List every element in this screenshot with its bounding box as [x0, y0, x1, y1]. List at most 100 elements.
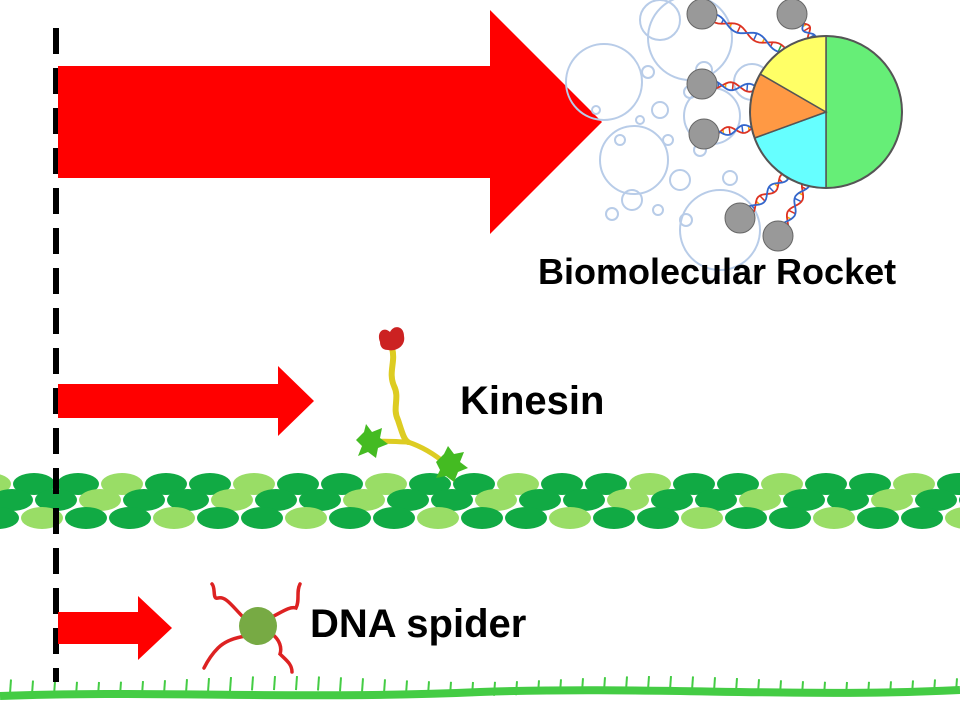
dna-track-tick	[339, 677, 342, 692]
tubulin-subunit	[365, 473, 407, 495]
tubulin-subunit	[519, 489, 561, 511]
tubulin-subunit	[871, 489, 913, 511]
dna-track-tick	[669, 675, 672, 691]
bead	[686, 0, 718, 30]
speed-arrow-kinesin	[58, 366, 314, 436]
bubble	[599, 125, 669, 195]
dna-track-tick	[251, 676, 254, 691]
bubble	[614, 134, 626, 146]
dna-track-tick	[581, 678, 584, 693]
tubulin-subunit	[651, 489, 693, 511]
dna-track-tick	[867, 681, 870, 696]
tubulin-subunit	[0, 507, 19, 529]
tubulin-subunit	[329, 507, 371, 529]
dna-track-tick	[427, 681, 430, 696]
dna-base-pair	[768, 186, 775, 193]
dna-base-pair	[746, 83, 749, 92]
spider-leg-upper-left	[210, 582, 246, 620]
dna-track-tick	[779, 680, 782, 695]
tubulin-subunit	[629, 473, 671, 495]
label-biomolecular-rocket: Biomolecular Rocket	[538, 251, 896, 292]
tubulin-subunit	[409, 473, 451, 495]
dna-track-tick	[361, 678, 364, 693]
dna-track-tick	[295, 676, 298, 691]
tubulin-subunit	[805, 473, 847, 495]
bead	[762, 220, 794, 252]
dna-track-tick	[537, 680, 540, 695]
dna-track-tick	[97, 681, 100, 697]
bubble	[679, 189, 761, 271]
tubulin-subunit	[13, 473, 55, 495]
tubulin-subunit	[211, 489, 253, 511]
label-kinesin: Kinesin	[460, 379, 604, 423]
tubulin-subunit	[453, 473, 495, 495]
tubulin-subunit	[475, 489, 517, 511]
bubble	[669, 169, 691, 191]
tubulin-subunit	[21, 507, 63, 529]
tubulin-subunit	[189, 473, 231, 495]
dna-track-tick	[207, 677, 210, 693]
tubulin-subunit	[387, 489, 429, 511]
tubulin-subunit	[945, 507, 960, 529]
tubulin-subunit	[725, 507, 767, 529]
dna-base-pair	[759, 195, 766, 202]
dna-track-tick	[713, 677, 716, 692]
dna-track-tick	[273, 675, 276, 691]
tubulin-subunit	[57, 473, 99, 495]
dna-track-tick	[141, 681, 144, 696]
dna-track-tick	[185, 679, 188, 694]
tubulin-subunit	[695, 489, 737, 511]
dna-track-tick	[801, 681, 804, 696]
tubulin-subunit	[461, 507, 503, 529]
kinesin-stalk	[388, 345, 411, 445]
bead	[776, 0, 808, 30]
dna-track-tick	[933, 679, 936, 694]
dna-base-pair	[731, 82, 734, 91]
dna-backbone	[705, 12, 789, 54]
kinesin-foot-right	[436, 446, 468, 482]
tubulin-subunit	[739, 489, 781, 511]
tubulin-subunit	[681, 507, 723, 529]
tubulin-subunit	[35, 489, 77, 511]
dna-track-tick	[229, 677, 232, 692]
tubulin-subunit	[901, 507, 943, 529]
tubulin-subunit	[541, 473, 583, 495]
tubulin-subunit	[101, 473, 143, 495]
tubulin-subunit	[373, 507, 415, 529]
tubulin-subunit	[497, 473, 539, 495]
bead	[724, 202, 756, 234]
bead	[688, 118, 720, 150]
dna-track-tick	[647, 675, 650, 691]
tubulin-subunit	[167, 489, 209, 511]
bubble	[605, 207, 619, 221]
bubble	[652, 204, 664, 216]
dna-track-tick	[625, 676, 628, 691]
dna-base-pair	[803, 26, 811, 32]
bubble	[662, 134, 674, 146]
dna-track	[0, 675, 960, 700]
dna-track-tick	[515, 681, 518, 696]
dna-track-tick	[493, 681, 496, 696]
dna-track-tick	[603, 677, 606, 692]
tubulin-subunit	[0, 474, 11, 494]
tubulin-subunit	[937, 473, 960, 495]
dna-track-tick	[75, 681, 78, 696]
rocket-beads	[686, 0, 808, 252]
dna-base-pair	[794, 197, 802, 203]
tubulin-subunit	[0, 489, 33, 511]
dna-base-pair	[752, 33, 758, 41]
pie-outline	[749, 35, 903, 189]
tubulin-subunit	[197, 507, 239, 529]
tubulin-subunit	[783, 489, 825, 511]
spider-leg-upper-right	[268, 582, 302, 620]
dna-track-tick	[9, 679, 12, 694]
dna-track-tick	[119, 681, 122, 696]
tubulin-subunit	[321, 473, 363, 495]
tubulin-subunit	[673, 473, 715, 495]
dna-track-tick	[383, 679, 386, 694]
bead	[686, 68, 718, 100]
tubulin-subunit	[893, 473, 935, 495]
pie-segment	[825, 35, 903, 189]
tubulin-subunit	[343, 489, 385, 511]
tubulin-subunit	[637, 507, 679, 529]
